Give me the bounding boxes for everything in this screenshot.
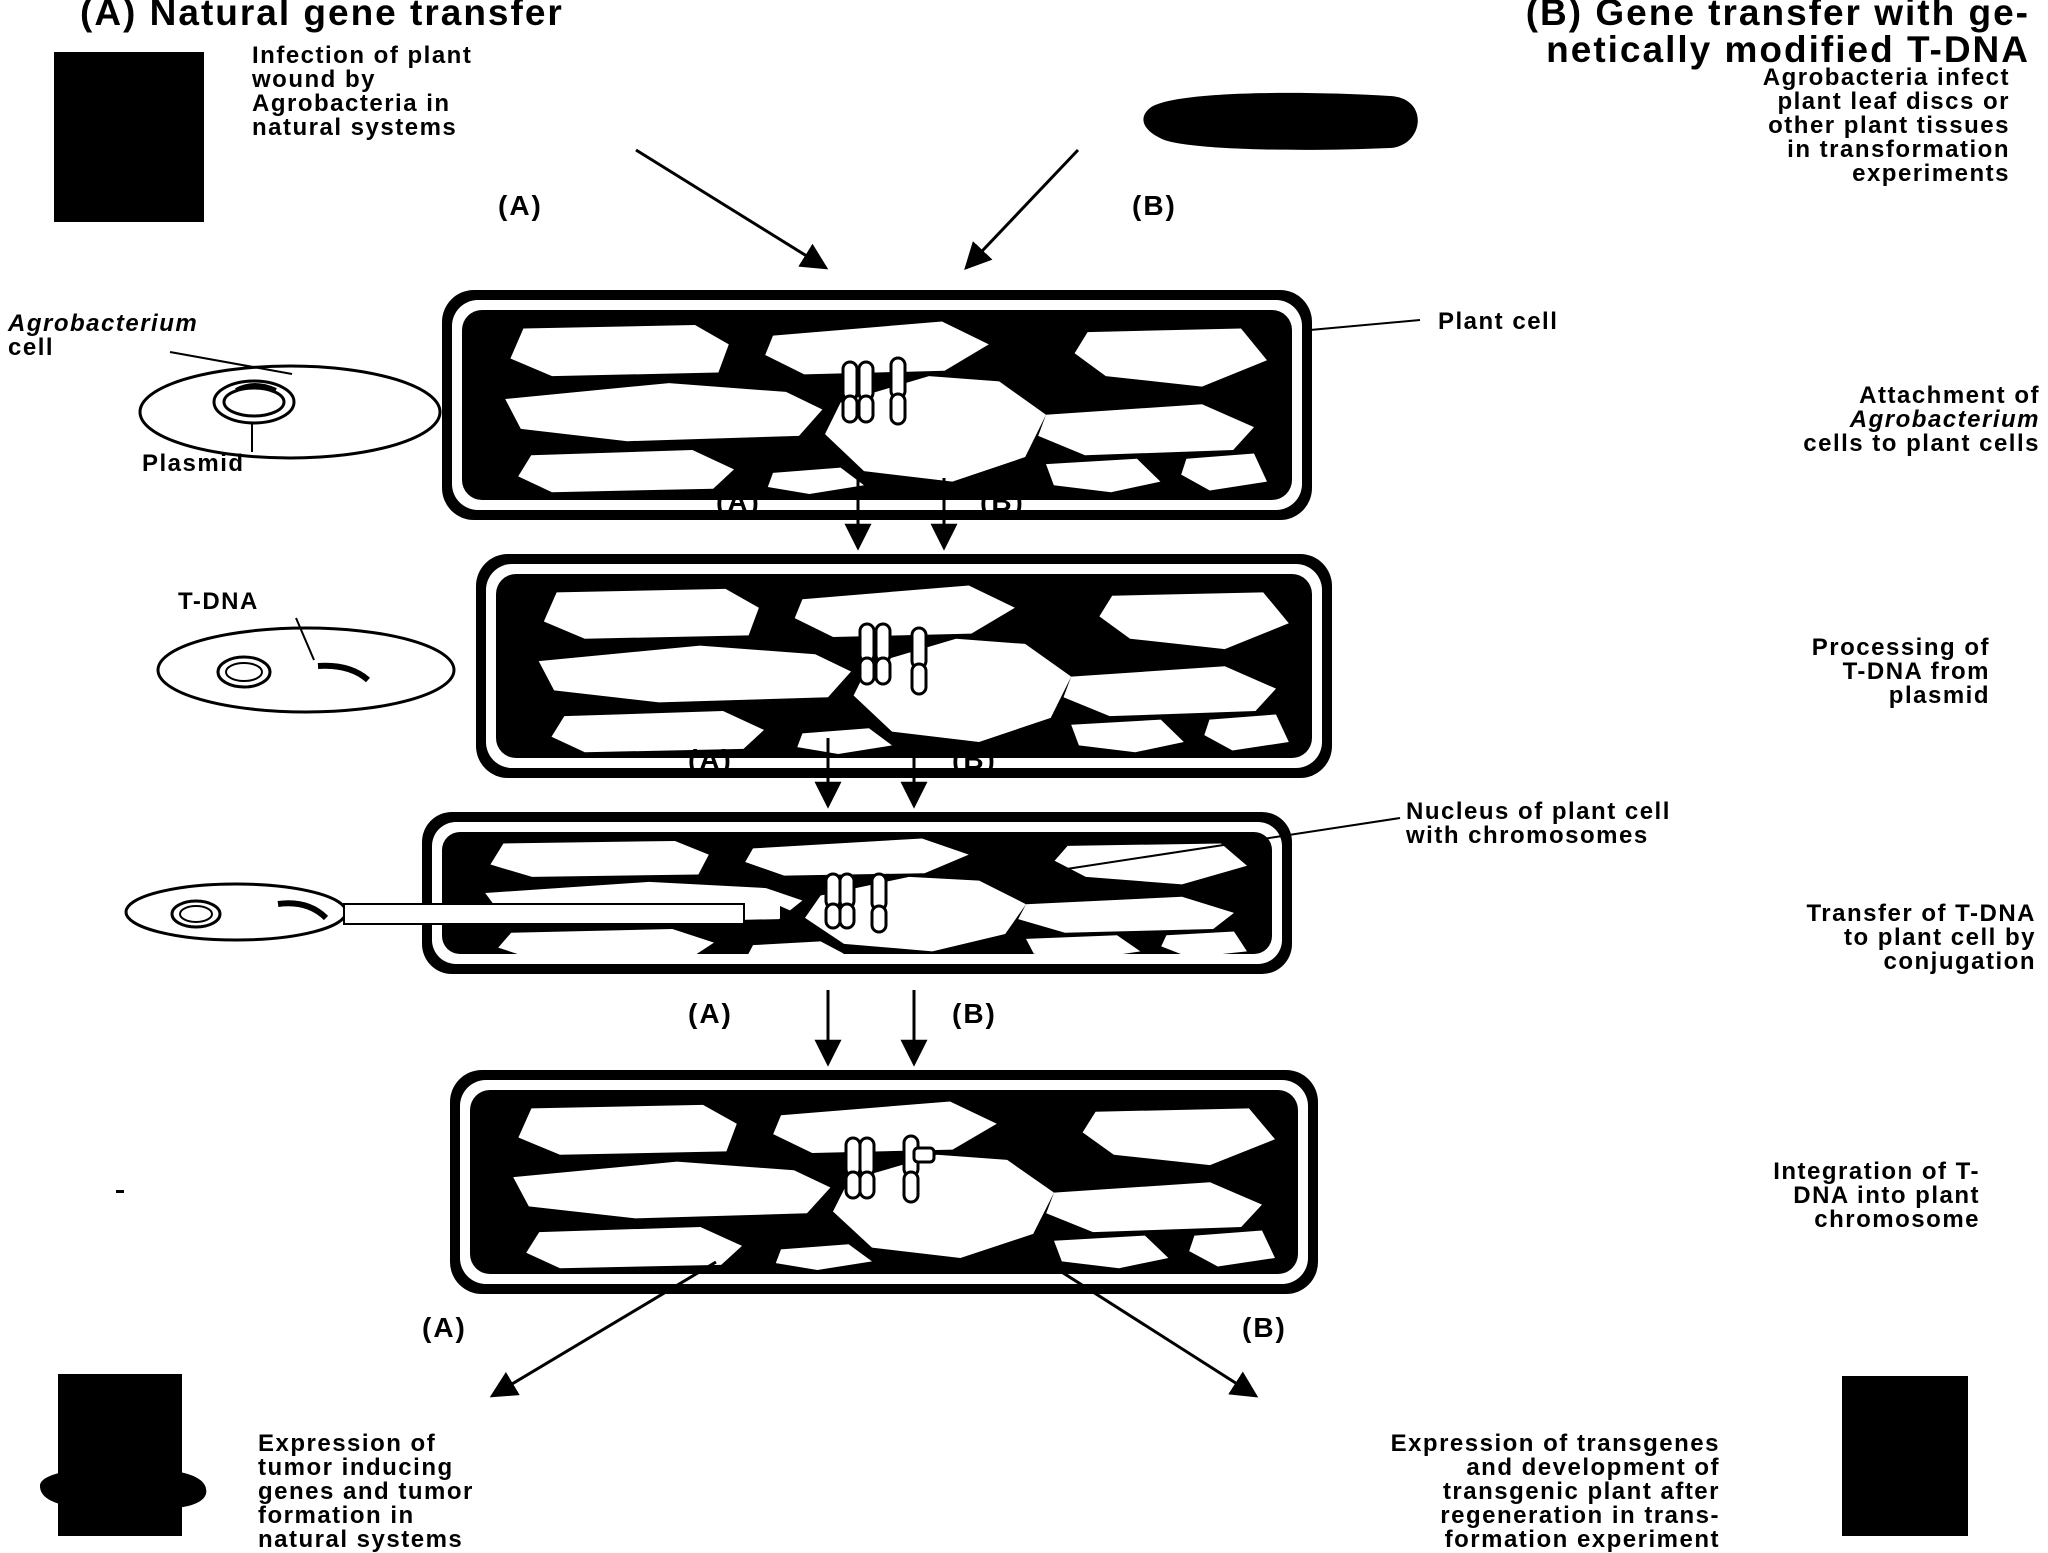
path-label-a-bottom: (A) xyxy=(422,1312,467,1343)
header-a: (A) Natural gene transfer xyxy=(80,0,564,33)
conjugation-tube xyxy=(343,903,745,925)
agrobacterium-cell-2 xyxy=(156,626,456,714)
step-line: Integration of T- xyxy=(1773,1158,1980,1185)
speck xyxy=(116,1190,124,1193)
path-label-b-2: (B) xyxy=(952,744,997,775)
caption-top-a: Infection of plant wound by Agrobacteria… xyxy=(252,44,472,140)
plant-cell-2 xyxy=(476,554,1332,778)
step-line: plasmid xyxy=(1888,682,1990,709)
caption-top-b-line: plant leaf discs or xyxy=(1777,88,2010,115)
agrobacterium-cell-3 xyxy=(124,882,348,942)
path-label-a-3: (A) xyxy=(688,998,733,1029)
chromosomes-1 xyxy=(841,356,907,426)
step-line: cells to plant cells xyxy=(1803,430,2040,457)
caption-top-b-line: other plant tissues xyxy=(1768,112,2010,139)
step-line: Agrobacterium xyxy=(1849,406,2040,433)
path-label-a-2: (A) xyxy=(688,744,733,775)
caption-bottom-b-line: transgenic plant after xyxy=(1442,1478,1720,1505)
caption-bottom-b: Expression of transgenes and development… xyxy=(1040,1432,1720,1552)
step-line: Processing of xyxy=(1811,634,1990,661)
step-integration: Integration of T- DNA into plant chromos… xyxy=(1500,1160,1980,1232)
step-line: Transfer of T-DNA xyxy=(1806,900,2036,927)
nucleus-pointer xyxy=(1059,817,1401,871)
caption-top-b-line: experiments xyxy=(1852,160,2010,187)
caption-bottom-a-line: Expression of xyxy=(258,1430,437,1457)
arrow-b-bottom xyxy=(1045,1260,1259,1398)
path-label-b-top: (B) xyxy=(1132,190,1177,221)
caption-top-b-line: Agrobacteria infect xyxy=(1762,64,2010,91)
tdna-pointer xyxy=(295,617,315,661)
path-label-a-1: (A) xyxy=(716,486,761,517)
plant-cell-1 xyxy=(442,290,1312,520)
caption-top-a-line: Infection of plant xyxy=(252,42,473,69)
label-nucleus: Nucleus of plant cell with chromosomes xyxy=(1406,800,1671,848)
step-transfer: Transfer of T-DNA to plant cell by conju… xyxy=(1500,902,2036,974)
caption-top-b-line: in transformation xyxy=(1787,136,2010,163)
caption-bottom-b-line: formation experiment xyxy=(1444,1526,1720,1553)
agrobacterium-cell-1 xyxy=(138,364,442,460)
caption-top-a-line: natural systems xyxy=(252,114,458,141)
step-processing: Processing of T-DNA from plasmid xyxy=(1500,636,1990,708)
label-nucleus-line: Nucleus of plant cell xyxy=(1406,798,1671,825)
transgenic-plant-image xyxy=(1842,1376,1968,1536)
caption-top-a-line: wound by xyxy=(252,66,376,93)
label-plant-cell: Plant cell xyxy=(1438,308,1559,335)
arrow-a-top xyxy=(635,148,829,270)
plant-cell-3 xyxy=(422,812,1292,974)
path-label-b-bottom: (B) xyxy=(1242,1312,1287,1343)
label-plasmid: Plasmid xyxy=(142,450,245,477)
caption-bottom-a: Expression of tumor inducing genes and t… xyxy=(258,1432,474,1552)
agrobacterium-pointer xyxy=(169,351,293,375)
plant-wound-image xyxy=(54,52,204,222)
chromosomes-4 xyxy=(844,1134,936,1204)
arrow-a-bottom xyxy=(489,1260,717,1398)
label-agrobacterium-line: cell xyxy=(8,334,55,361)
plant-cell-pointer xyxy=(1309,319,1421,331)
tdna-transfer-arrowhead xyxy=(780,906,798,922)
caption-bottom-a-line: formation in xyxy=(258,1502,415,1529)
header-b-line1: (B) Gene transfer with ge- xyxy=(1525,0,2030,33)
leaf-disc-image xyxy=(1143,92,1418,150)
caption-bottom-a-line: genes and tumor xyxy=(258,1478,474,1505)
label-agrobacterium-cell: Agrobacterium cell xyxy=(8,312,198,360)
step-line: T-DNA from xyxy=(1842,658,1990,685)
plant-cell-4 xyxy=(450,1070,1318,1294)
header-b-line2: netically modified T-DNA xyxy=(1546,29,2030,70)
caption-top-b: Agrobacteria infect plant leaf discs or … xyxy=(1420,66,2010,186)
caption-bottom-b-line: regeneration in trans- xyxy=(1440,1502,1720,1529)
label-tdna: T-DNA xyxy=(178,588,259,615)
caption-top-a-line: Agrobacteria in xyxy=(252,90,451,117)
arrow-b-top xyxy=(964,148,1080,270)
caption-bottom-a-line: tumor inducing xyxy=(258,1454,454,1481)
step-line: to plant cell by xyxy=(1843,924,2036,951)
header-b: (B) Gene transfer with ge- netically mod… xyxy=(1120,0,2030,68)
caption-bottom-a-line: natural systems xyxy=(258,1526,464,1553)
caption-bottom-b-line: Expression of transgenes xyxy=(1390,1430,1720,1457)
step-line: conjugation xyxy=(1883,948,2036,975)
label-nucleus-line: with chromosomes xyxy=(1406,822,1649,849)
step-line: Attachment of xyxy=(1859,382,2040,409)
step-line: chromosome xyxy=(1814,1206,1980,1233)
step-attachment: Attachment of Agrobacterium cells to pla… xyxy=(1500,384,2040,456)
path-label-b-3: (B) xyxy=(952,998,997,1029)
path-label-b-1: (B) xyxy=(980,486,1025,517)
path-label-a-top: (A) xyxy=(498,190,543,221)
tumor-plant-image xyxy=(40,1374,207,1536)
chromosomes-3 xyxy=(824,872,888,934)
label-agrobacterium-line: Agrobacterium xyxy=(8,310,199,337)
caption-bottom-b-line: and development of xyxy=(1466,1454,1720,1481)
step-line: DNA into plant xyxy=(1793,1182,1980,1209)
chromosomes-2 xyxy=(858,622,928,696)
